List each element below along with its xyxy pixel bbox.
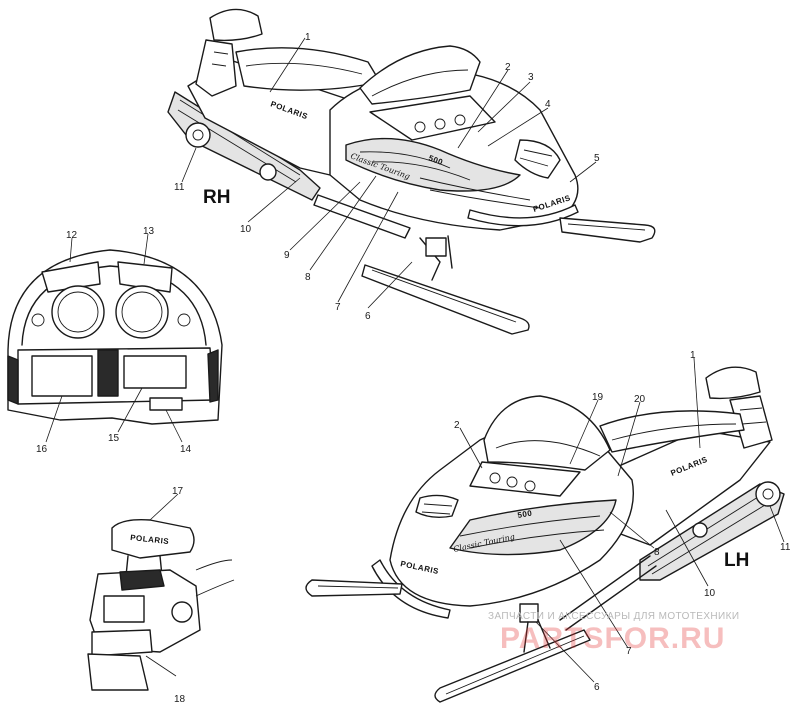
lh-console (469, 461, 581, 497)
lh-callout-8: 8 (654, 547, 660, 558)
lh-callout-19: 19 (592, 392, 604, 403)
dash-callout-15: 15 (108, 433, 120, 444)
dash-decal-16 (31, 355, 93, 397)
dash-decal-15 (123, 355, 187, 389)
lh-callout-20: 20 (634, 394, 646, 405)
dash-tachometer (115, 285, 169, 339)
rh-callout-6: 6 (365, 311, 371, 322)
lh-model-number-decal: 500 (517, 509, 533, 520)
lh-track (639, 483, 785, 581)
rh-callout-11: 11 (174, 182, 185, 193)
dash-callout-13: 13 (143, 226, 155, 237)
lh-callout-7: 7 (626, 646, 632, 657)
lh-callout-1: 1 (690, 350, 696, 361)
rear-callout-18: 18 (174, 694, 186, 704)
rh-callout-2: 2 (505, 62, 511, 73)
lh-callout-2: 2 (454, 420, 460, 431)
rh-callout-4: 4 (545, 99, 551, 110)
rear-brand-decal: POLARIS (130, 533, 170, 546)
dash-decal-14 (149, 397, 183, 411)
side-label-rh: RH (203, 187, 230, 208)
rh-ski-right (559, 217, 656, 243)
rear-view: POLARIS 17 18 (87, 486, 235, 704)
dash-upper-decal-right (117, 261, 173, 293)
rh-callout-7: 7 (335, 302, 341, 313)
watermark-caption: ЗАПЧАСТИ И АКСЕССУАРЫ ДЛЯ МОТОТЕХНИКИ (488, 611, 740, 622)
lh-callout-10: 10 (704, 588, 716, 599)
lh-windshield (483, 395, 611, 471)
rear-callout-17: 17 (172, 486, 184, 497)
rh-callout-1: 1 (305, 32, 311, 43)
rear-flap (87, 653, 149, 691)
rh-seat (235, 47, 381, 91)
dash-callout-14: 14 (180, 444, 192, 455)
rear-backrest (111, 518, 195, 559)
lh-backrest (705, 366, 761, 400)
rh-callout-3: 3 (528, 72, 534, 83)
rear-decal-panel (103, 595, 145, 623)
dash-upper-decal-left (41, 261, 101, 293)
lh-callout-6: 6 (594, 682, 600, 693)
rh-ski-left (361, 264, 530, 335)
dash-speedometer (51, 285, 105, 339)
lh-seat (599, 410, 745, 453)
dashboard-view: 12 13 14 15 16 (7, 226, 223, 455)
rh-rear-idler (185, 122, 211, 148)
lh-rear-idler (755, 481, 781, 507)
rh-backrest (209, 8, 263, 42)
lh-ski-front (305, 579, 403, 597)
dash-callout-16: 16 (36, 444, 48, 455)
snowmobile-lh: POLARIS POLARIS Classic Touring 500 1 2 … (305, 350, 791, 703)
rh-callout-10: 10 (240, 224, 252, 235)
side-label-lh: LH (724, 550, 749, 571)
rh-windshield (359, 45, 481, 105)
watermark-logo: PARTSFOR.RU (500, 622, 726, 655)
rh-callout-8: 8 (305, 272, 311, 283)
dash-callout-12: 12 (66, 230, 78, 241)
rh-callout-9: 9 (284, 250, 290, 261)
snowmobile-rh: POLARIS POLARIS Classic Touring 500 1 2 … (167, 8, 656, 335)
rh-callout-5: 5 (594, 153, 600, 164)
lh-callout-11: 11 (780, 542, 791, 553)
rh-console (369, 95, 496, 141)
